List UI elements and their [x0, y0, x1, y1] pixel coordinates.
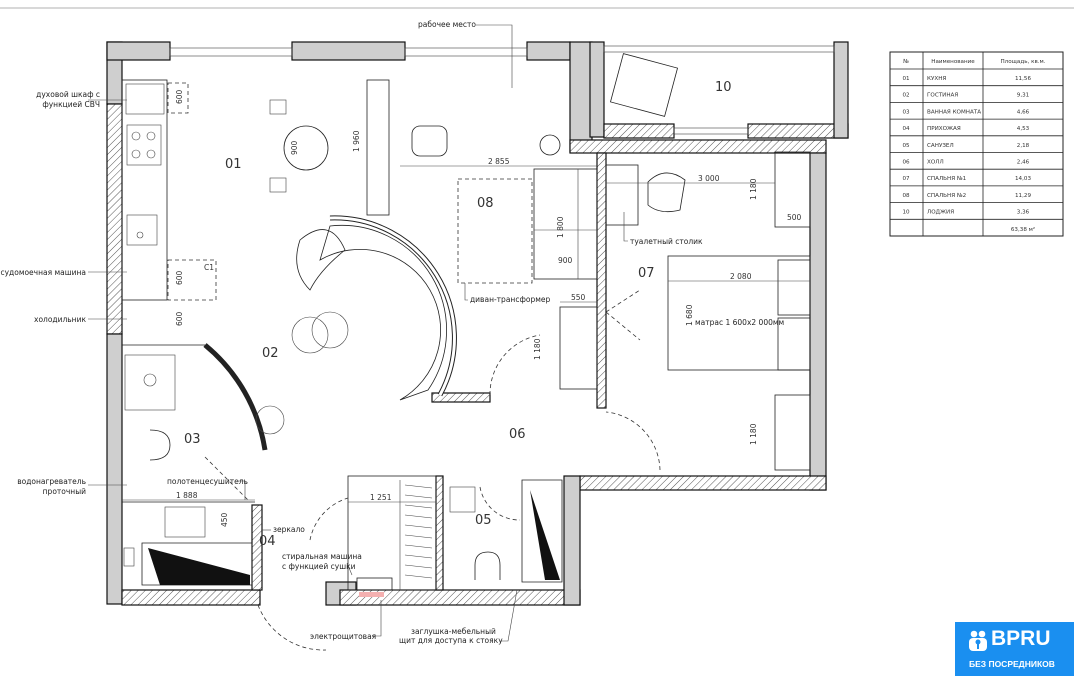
walls [106, 41, 849, 606]
label-dishwasher: посудомоечная машина [0, 268, 86, 277]
label-fridge: холодильник [34, 315, 86, 324]
dim-wardrobe2: 1 180 [533, 338, 542, 360]
table-cell-name: ЛОДЖИЯ [927, 210, 954, 216]
callouts: рабочее место духовой шкаф с функцией СВ… [0, 20, 784, 645]
table-cell-name: КУХНЯ [927, 76, 946, 82]
table-header-number: № [903, 59, 909, 65]
room-02: 02 [262, 346, 279, 361]
loggia-furniture [609, 53, 679, 117]
dim-sofa-length: 1 800 [556, 216, 565, 238]
label-towel-dryer: полотенцесушитель [167, 477, 248, 486]
table-cell-area: 4,53 [1017, 126, 1030, 132]
table-cell-area: 3,36 [1017, 210, 1030, 216]
people-key-icon [969, 630, 987, 651]
living-furniture [203, 215, 457, 451]
table-cell-name: СПАЛЬНЯ №2 [927, 193, 966, 199]
label-washer-2: с функцией сушки [282, 562, 356, 571]
dim-kitchen: 1 960 [352, 130, 361, 152]
dim-fridge: 600 [175, 311, 184, 326]
label-workplace: рабочее место [418, 20, 476, 29]
table-cell-area: 11,29 [1015, 193, 1031, 199]
label-oven-1: духовой шкаф с [36, 90, 100, 99]
room-06: 06 [509, 427, 526, 442]
hall-fixtures [257, 411, 661, 651]
table-cell-number: 07 [902, 176, 910, 182]
table-cell-name: САНУЗЕЛ [927, 143, 954, 149]
table-cell-name: ХОЛЛ [927, 160, 944, 166]
table-cell-area: 9,31 [1017, 93, 1030, 99]
table-cell-number: 04 [902, 126, 910, 132]
room-08: 08 [477, 196, 494, 211]
table-cell-name: ГОСТИНАЯ [927, 93, 958, 99]
bedroom2-furniture [411, 125, 598, 284]
dim-bed-length: 2 080 [730, 272, 752, 281]
table-cell-number: 05 [902, 143, 910, 149]
dim-bed-width: 1 680 [685, 304, 694, 326]
table-cell-number: 03 [902, 109, 910, 115]
label-oven-2: функцией СВЧ [42, 100, 100, 109]
bathroom-fixtures [122, 344, 255, 586]
logo-brand: BPRU [991, 627, 1051, 650]
table-header-area: Площадь, кв.м. [1000, 59, 1045, 65]
table-total: 63,38 м² [1011, 226, 1035, 233]
bedroom1-furniture [489, 151, 811, 471]
dim-550: 550 [571, 293, 586, 302]
dim-wardrobe3: 1 180 [749, 423, 758, 445]
table-cell-name: СПАЛЬНЯ №1 [927, 176, 967, 182]
dim-hall: 1 251 [370, 493, 392, 502]
dim-3000: 3 000 [698, 174, 720, 183]
room-01: 01 [225, 157, 242, 172]
table-cell-area: 11,56 [1015, 76, 1031, 82]
dim-table: 900 [290, 140, 299, 155]
table-cell-number: 10 [902, 210, 910, 216]
table-cell-area: 14,03 [1015, 176, 1031, 182]
room-05: 05 [475, 513, 492, 528]
label-panel-cover-1: заглушка-мебельный [411, 627, 496, 636]
label-washer-1: стиральная машина [282, 552, 362, 561]
label-vanity: туалетный столик [630, 237, 703, 246]
table-cell-area: 2,46 [1017, 160, 1030, 166]
room-10: 10 [715, 80, 732, 95]
table-cell-name: ВАННАЯ КОМНАТА [927, 109, 981, 115]
kitchen-furniture [121, 79, 390, 301]
dim-c1: С1 [204, 263, 214, 272]
table-cell-number: 08 [902, 193, 910, 199]
label-panel-cover-2: щит для доступа к стояку [399, 636, 503, 645]
table-cell-name: ПРИХОЖАЯ [927, 126, 961, 132]
dim-sofa-width: 900 [558, 256, 573, 265]
dimensions: 900 1 960 2 855 1 800 900 3 000 1 180 50… [122, 89, 810, 527]
table-cell-area: 4,66 [1017, 109, 1030, 115]
dim-dishwasher: 600 [175, 270, 184, 285]
label-mirror: зеркало [273, 525, 305, 534]
label-sofa-bed: диван-трансформер [470, 295, 550, 304]
dim-bath-length: 1 888 [176, 491, 198, 500]
label-mattress: матрас 1 600х2 000мм [695, 318, 784, 327]
room-07: 07 [638, 266, 655, 281]
table-cell-number: 02 [902, 93, 909, 99]
dim-2855: 2 855 [488, 157, 510, 166]
area-table: № Наименование Площадь, кв.м. 63,38 м² 0… [889, 51, 1064, 237]
table-cell-area: 2,18 [1017, 143, 1030, 149]
dim-oven: 600 [175, 89, 184, 104]
dim-wardrobe1: 1 180 [749, 178, 758, 200]
table-header-name: Наименование [931, 59, 975, 65]
room-03: 03 [184, 432, 201, 447]
dim-500: 500 [787, 213, 802, 222]
bpru-logo[interactable]: BPRU БЕЗ ПОСРЕДНИКОВ [955, 622, 1074, 676]
table-cell-number: 06 [902, 160, 910, 166]
logo-tagline: БЕЗ ПОСРЕДНИКОВ [969, 659, 1055, 669]
room-04: 04 [259, 534, 276, 549]
table-cell-number: 01 [902, 76, 910, 82]
label-water-heater-1: водонагреватель [17, 477, 86, 486]
label-electric-panel: электрощитовая [310, 632, 376, 641]
dim-bath-450: 450 [220, 512, 229, 527]
label-water-heater-2: проточный [43, 487, 86, 496]
room-numbers: 01 02 03 04 05 06 07 08 10 [184, 80, 732, 549]
windows [169, 45, 835, 135]
